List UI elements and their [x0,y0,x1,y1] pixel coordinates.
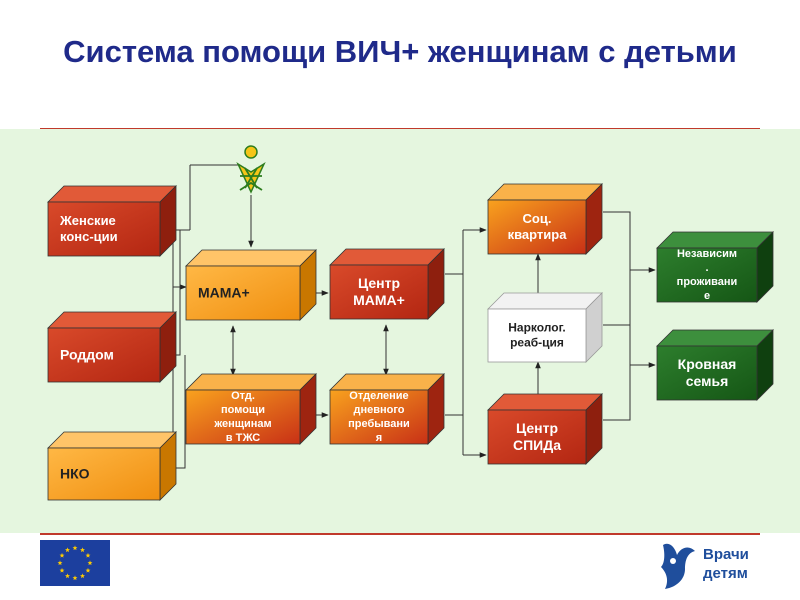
logo-text-line-1: Врачи [703,546,749,563]
node-roddom-label: Роддом [60,347,114,363]
node-nko: НКО [47,431,177,501]
node-narkolog: Нарколог.реаб-ция [487,292,603,363]
node-narkolog-label: Нарколог.реаб-ция [508,321,565,350]
vrachi-detyam-logo-icon [661,543,695,589]
eu-star [59,552,65,558]
bottom-divider [40,533,760,535]
eu-star [80,573,85,579]
logo-text-line-2: детям [703,565,748,582]
eu-star [72,575,78,581]
page-title: Система помощи ВИЧ+ женщинам с детьми [63,34,737,69]
eu-star [87,560,93,566]
eu-star [65,547,70,553]
vrachi-detyam-logo: Врачи детям [655,537,765,593]
node-roddom: Роддом [47,311,177,383]
eu-star [80,547,85,553]
eu-star [57,560,63,566]
eu-star [65,573,70,579]
node-soc-kvartira: Соц.квартира [487,183,603,255]
node-mama-label: МАМА+ [198,285,250,301]
node-soc-kvartira-label: Соц.квартира [508,211,568,242]
mother-child-figure-icon [236,145,266,194]
eu-star [72,545,78,551]
node-mama: МАМА+ [185,249,317,321]
node-nko-label: НКО [60,466,90,482]
eu-star [59,567,65,573]
eu-star [85,567,91,573]
eu-flag-icon [40,540,110,586]
eu-star [85,552,91,558]
